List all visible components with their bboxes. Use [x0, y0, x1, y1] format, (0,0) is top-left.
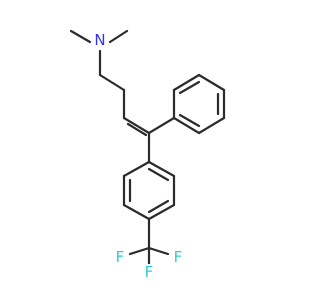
atom-f1: F: [112, 248, 128, 266]
phenyl-ring: [172, 73, 226, 135]
atom-f2: F: [170, 248, 186, 266]
molecule-structure-diagram: N F F F: [69, 29, 226, 281]
bond-cf3-right: [147, 246, 170, 256]
bond-alkene-outer: [122, 116, 151, 135]
bond-to-phenyl: [147, 116, 176, 135]
bond-chain-1: [98, 73, 126, 92]
atom-label-f-bottom: F: [145, 263, 154, 281]
atom-label-f-right: F: [174, 248, 183, 266]
trifluoromethylphenyl-ring: [122, 160, 176, 221]
bond-cf3-left: [128, 246, 151, 256]
bond-methyl-left: [69, 29, 92, 44]
atom-label-f-left: F: [116, 248, 125, 266]
atom-label-n: N: [94, 31, 105, 49]
atom-n1: N: [91, 31, 109, 49]
bond-methyl-right: [108, 29, 129, 44]
atom-f3: F: [141, 263, 157, 281]
bond-alkene-inner: [126, 122, 148, 137]
